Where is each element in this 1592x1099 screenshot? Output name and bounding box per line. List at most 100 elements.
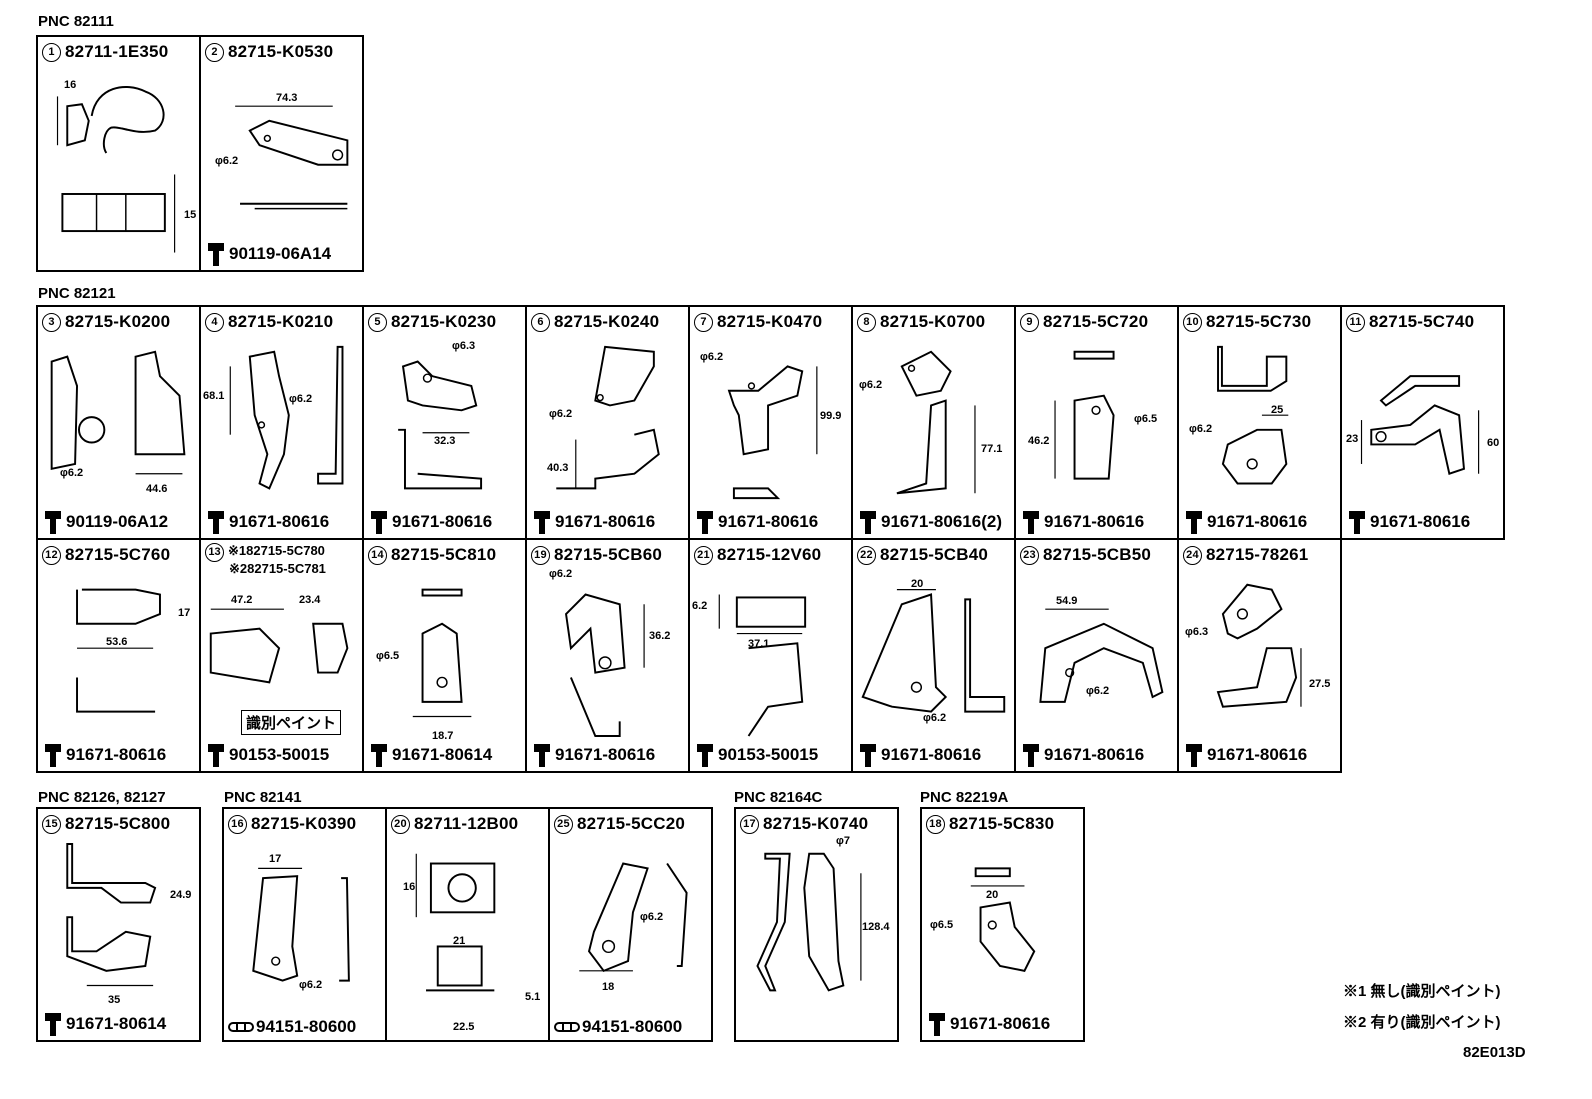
part-number-1: ※182715-5C780 [228, 543, 325, 558]
bolt-callout: 91671-80616 [1020, 742, 1144, 768]
dimension-label: φ6.2 [1189, 423, 1213, 435]
bracket-drawing [235, 105, 349, 210]
bracket-drawing [76, 588, 161, 713]
bracket-drawing [412, 588, 472, 718]
bracket-drawing [727, 365, 818, 500]
identification-paint-label: 識別ペイント [241, 710, 342, 735]
bracket-drawing [564, 593, 645, 737]
callout-number: 23 [1020, 545, 1039, 565]
bolt-callout: 91671-80616 [531, 742, 655, 768]
bolt-icon [45, 744, 61, 767]
bolt-number: 91671-80616 [66, 745, 167, 764]
bracket-drawing [579, 862, 688, 973]
part-number: 82711-1E350 [65, 42, 169, 61]
part-header: 13※182715-5C780※282715-5C781 [205, 543, 326, 575]
dimension-label: 6.2 [692, 600, 708, 612]
dimension-label: 17 [178, 607, 191, 619]
bolt-callout: 91671-80614 [368, 742, 492, 768]
dimension-label: 5.1 [525, 991, 541, 1003]
part-cell-13[interactable]: 13※182715-5C780※282715-5C781 47.2 23.4 識… [199, 538, 364, 773]
bolt-number: 91671-80616 [881, 745, 982, 764]
dimension-label: 17 [269, 853, 282, 865]
dimension-label: φ6.5 [930, 919, 954, 931]
bolt-callout: 91671-80616 [1183, 742, 1307, 768]
bolt-callout: 91671-80616 [531, 509, 655, 535]
dimension-label: φ6.5 [1134, 413, 1158, 425]
dimension-label: 77.1 [981, 443, 1003, 455]
bolt-number: 91671-80616 [555, 512, 656, 531]
bolt-icon [1186, 511, 1202, 534]
part-number: 82715-K0470 [717, 312, 823, 331]
callout-number: 10 [1183, 312, 1202, 332]
bolt-icon [1023, 511, 1039, 534]
bolt-callout: 91671-80616 [1020, 509, 1144, 535]
callout-number: 4 [205, 312, 224, 332]
bolt-callout: 94151-80600 [554, 1017, 682, 1037]
bolt-callout: 91671-80616 [694, 509, 818, 535]
dimension-label: 23.4 [299, 594, 321, 606]
part-number: 82715-K0210 [228, 312, 334, 331]
part-number: 82715-12V60 [717, 545, 822, 564]
clip-nut-drawing [415, 853, 496, 992]
dimension-label: 53.6 [106, 636, 128, 648]
part-number: 82715-5C740 [1369, 312, 1475, 331]
callout-number: 11 [1346, 312, 1365, 332]
bolt-callout: 91671-80616 [42, 742, 166, 768]
part-number: 82715-K0390 [251, 814, 357, 833]
footnote-2: ※2 有り(識別ペイント) [1343, 1014, 1501, 1031]
bolt-number: 91671-80616 [1044, 745, 1145, 764]
part-number: 82715-5CB60 [554, 545, 663, 564]
bracket-drawing [556, 345, 660, 490]
part-number: 82715-K0240 [554, 312, 660, 331]
callout-number: 8 [857, 312, 876, 332]
bolt-icon [697, 511, 713, 534]
dimension-label: 36.2 [649, 630, 671, 642]
bolt-icon [929, 1013, 945, 1036]
bolt-icon [208, 744, 224, 767]
part-number: 82711-12B00 [414, 814, 519, 833]
dimension-label: φ6.2 [640, 911, 664, 923]
bracket-drawing [50, 350, 186, 475]
bolt-number: 90119-06A12 [66, 512, 169, 531]
part-number: 82715-5C810 [391, 545, 497, 564]
clamp-drawing [56, 85, 176, 253]
part-number: 82715-5CB50 [1043, 545, 1152, 564]
bolt-callout: 91671-80616 [205, 509, 329, 535]
dimension-label: φ6.3 [1185, 626, 1209, 638]
bolt-icon [697, 744, 713, 767]
dimension-label: φ6.3 [452, 340, 476, 352]
